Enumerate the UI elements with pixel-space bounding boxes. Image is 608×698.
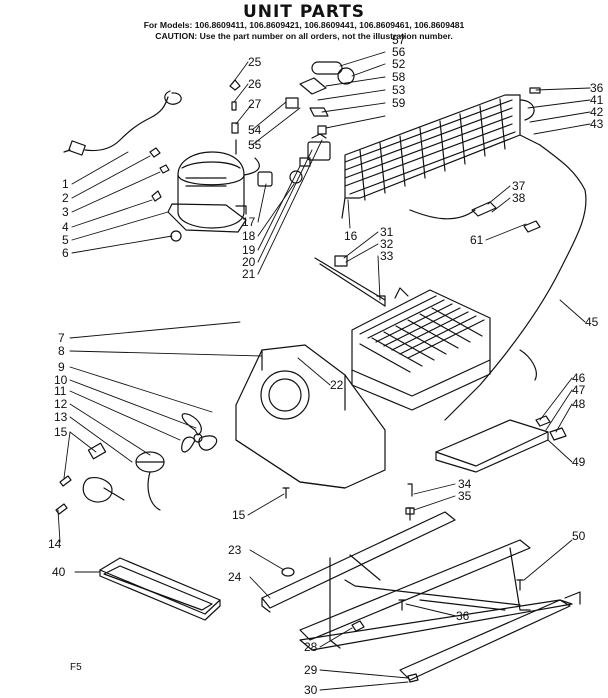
caution-line: CAUTION: Use the part number on all orde… [155, 31, 453, 41]
leader-lines [57, 51, 591, 691]
callout-label: 55 [248, 138, 262, 152]
callout-label: 28 [304, 640, 318, 654]
callout-label: 26 [248, 77, 262, 91]
callout-label: 36 [456, 609, 470, 623]
callout-label: 2 [62, 191, 69, 205]
power-cord-drawing [63, 90, 182, 156]
callout-label: 16 [344, 229, 358, 243]
callout-label: 52 [392, 57, 406, 71]
callout-label: 17 [242, 215, 256, 229]
callout-label: 13 [54, 410, 68, 424]
callout-label: 11 [54, 384, 67, 398]
compressor-drawing [167, 151, 260, 242]
callout-label: 8 [58, 344, 65, 358]
callout-label: 18 [242, 229, 256, 243]
callout-label: 29 [304, 663, 318, 677]
callout-label: 36 [590, 81, 604, 95]
callout-label: 30 [304, 683, 318, 697]
callout-label: 15 [232, 508, 246, 522]
callout-label: 56 [392, 45, 406, 59]
callout-label: 57 [392, 33, 406, 47]
callout-label: 12 [54, 397, 68, 411]
callout-label: 23 [228, 543, 242, 557]
models-line: For Models: 106.8609411, 106.8609421, 10… [143, 20, 465, 30]
callout-label: 54 [248, 123, 262, 137]
diagram-title: UNIT PARTS [242, 2, 366, 22]
callout-label: 9 [58, 360, 65, 374]
callout-label: 25 [248, 55, 262, 69]
callout-labels: 1 2 3 4 5 6 7 8 9 10 11 12 13 14 15 15 1… [48, 33, 604, 697]
callout-label: 43 [590, 117, 604, 131]
callout-label: 49 [572, 455, 586, 469]
drain-pan-drawing [99, 557, 221, 621]
callout-label: 1 [62, 177, 69, 191]
callout-label: 10 [54, 373, 68, 387]
callout-label: 24 [228, 570, 242, 584]
callout-label: 37 [512, 179, 526, 193]
callout-label: 34 [458, 477, 472, 491]
fan-motor-drawing [82, 442, 165, 511]
callout-label: 41 [590, 93, 604, 107]
callout-label: 4 [62, 220, 69, 234]
callout-label: 7 [58, 331, 65, 345]
callout-label: 61 [470, 233, 484, 247]
callout-label: 32 [380, 237, 394, 251]
callout-label: 15 [54, 425, 68, 439]
callout-label: 20 [242, 255, 256, 269]
callout-label: 33 [380, 249, 394, 263]
callout-label: 46 [572, 371, 586, 385]
callout-label: 19 [242, 243, 256, 257]
top-small-parts-drawing [229, 61, 355, 155]
callout-label: 14 [48, 537, 62, 551]
callout-label: 48 [572, 397, 586, 411]
condenser-coil-drawing [341, 94, 541, 220]
callout-label: 59 [392, 96, 406, 110]
callout-label: 6 [62, 246, 69, 260]
callout-label: 47 [572, 383, 586, 397]
cord-clips-drawing [149, 147, 170, 202]
fan-bracket-drawing [235, 344, 386, 489]
misc-parts-drawing [281, 87, 567, 683]
relay-parts-drawing [257, 133, 331, 187]
evaporator-grid-drawing [351, 287, 491, 411]
callout-label: 53 [392, 83, 406, 97]
callout-label: 42 [590, 105, 604, 119]
callout-label: 3 [62, 205, 69, 219]
fan-blade-drawing [181, 413, 218, 453]
callout-label: 40 [52, 565, 66, 579]
defrost-heater-drawing [314, 255, 386, 307]
callout-label: 31 [380, 225, 394, 239]
callout-label: 58 [392, 70, 406, 84]
callout-label: 21 [242, 267, 256, 281]
callout-label: 5 [62, 233, 69, 247]
callout-label: 45 [585, 315, 599, 329]
callout-label: 50 [572, 529, 586, 543]
callout-label: 22 [330, 378, 344, 392]
drain-trough-drawing [435, 419, 549, 473]
base-frame-drawing [261, 511, 581, 681]
capillary-line-drawing [444, 144, 587, 421]
callout-label: 38 [512, 191, 526, 205]
footer-code: F5 [70, 662, 82, 673]
screws-drawing [55, 475, 524, 611]
callout-label: 35 [458, 489, 472, 503]
callout-label: 27 [248, 97, 262, 111]
